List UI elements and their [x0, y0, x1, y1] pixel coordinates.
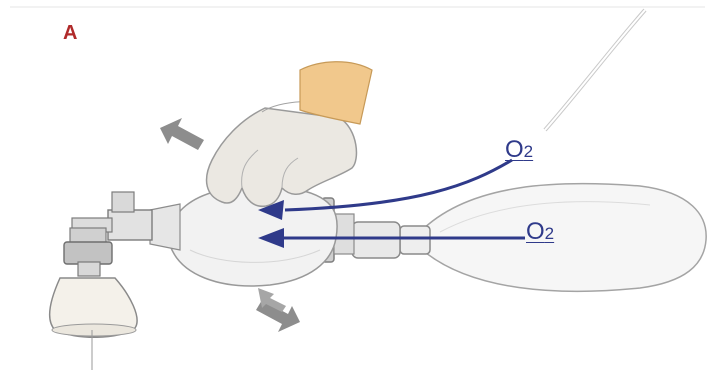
exhalation-port [112, 192, 134, 212]
panel-label: A [63, 22, 77, 45]
gloved-hand [207, 108, 357, 206]
squeeze-arrow-top [160, 118, 204, 150]
reservoir-connector [400, 226, 430, 254]
mask-connector [64, 242, 112, 264]
bag-neck [150, 204, 180, 250]
oxygen-label-upper: O2 [505, 136, 533, 164]
patient-valve [108, 210, 152, 240]
oxygen-element: O [505, 136, 524, 163]
oxygen-subscript: 2 [545, 224, 554, 243]
oxygen-inlet-valve [352, 222, 400, 258]
oxygen-subscript: 2 [524, 142, 533, 161]
oxygen-element: O [526, 218, 545, 245]
oxygen-label-lower: O2 [526, 218, 554, 246]
